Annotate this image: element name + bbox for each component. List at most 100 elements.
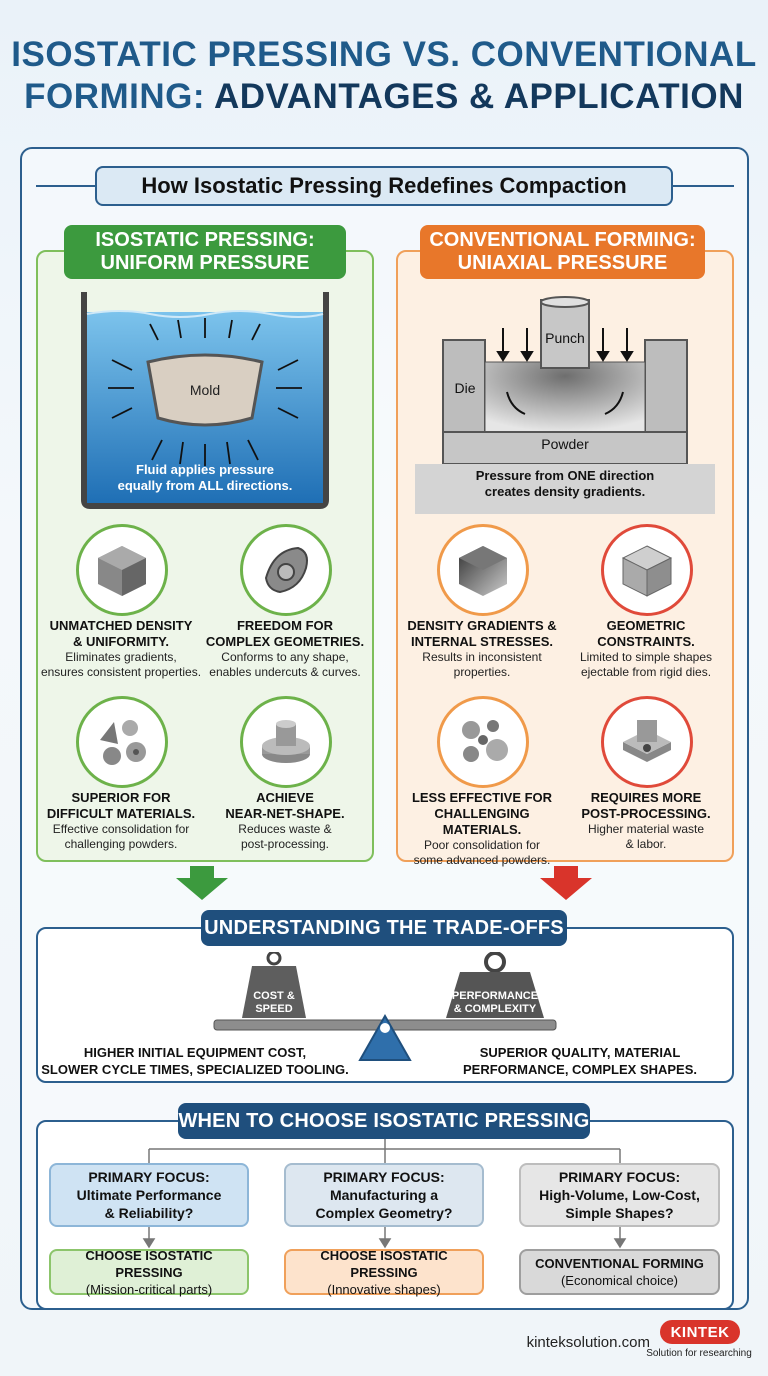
feature-heading: COMPLEX GEOMETRIES.	[205, 634, 365, 649]
feature-heading: FREEDOM FOR	[236, 618, 334, 633]
punch-label: Punch	[545, 330, 585, 346]
mold-label: Mold	[189, 382, 221, 398]
gradient-cube-icon	[437, 524, 529, 616]
feature-body: Reduces waste &	[238, 822, 332, 836]
feature-body: ejectable from rigid dies.	[580, 665, 712, 679]
die-label: Die	[454, 380, 476, 396]
isostatic-caption-line-1: Fluid applies pressure	[136, 462, 274, 477]
weight-right-label: & COMPLEXITY	[453, 1003, 537, 1015]
feature-heading: DENSITY GRADIENTS &	[407, 618, 557, 633]
isostatic-header-line-1: ISOSTATIC PRESSING:	[95, 229, 315, 251]
performance-weight: PERFORMANCE & COMPLEXITY	[444, 990, 546, 1016]
choice-isostatic-shapes: CHOOSE ISOSTATIC PRESSING (Innovative sh…	[284, 1247, 484, 1297]
isostatic-caption-line-2: equally from ALL directions.	[117, 478, 293, 493]
conventional-header: CONVENTIONAL FORMING: UNIAXIAL PRESSURE	[420, 225, 705, 279]
focus-geometry: PRIMARY FOCUS: Manufacturing a Complex G…	[284, 1163, 484, 1227]
feature-heading: POST-PROCESSING.	[581, 806, 711, 821]
balance-scale-illustration	[213, 952, 557, 1061]
footer-website-link[interactable]: kinteksolution.com	[526, 1334, 650, 1351]
cost-speed-weight: COST & SPEED	[236, 990, 312, 1016]
tradeoff-quality-text: SUPERIOR QUALITY, MATERIAL PERFORMANCE, …	[430, 1044, 730, 1078]
powder-label: Powder	[541, 436, 589, 452]
tradeoff-right-line: SUPERIOR QUALITY, MATERIAL	[479, 1045, 681, 1060]
feature-heading: INTERNAL STRESSES.	[410, 634, 554, 649]
materials-icon	[76, 696, 168, 788]
complex-part-icon	[240, 524, 332, 616]
decision-tree-connectors	[142, 1139, 627, 1249]
feature-body: post-processing.	[240, 837, 330, 851]
focus-question: Simple Shapes?	[565, 1205, 674, 1221]
feature-heading: LESS EFFECTIVE FOR	[411, 790, 553, 805]
feature-density: UNMATCHED DENSITY & UNIFORMITY. Eliminat…	[36, 618, 206, 680]
focus-question: Complex Geometry?	[315, 1205, 453, 1221]
feature-body: challenging powders.	[64, 837, 178, 851]
feature-body: Limited to simple shapes	[579, 650, 713, 664]
feature-body: ensures consistent properties.	[40, 665, 202, 679]
feature-heading: DIFFICULT MATERIALS.	[46, 806, 196, 821]
feature-body: Higher material waste	[587, 822, 705, 836]
choice-isostatic-critical: CHOOSE ISOSTATIC PRESSING (Mission-criti…	[49, 1247, 249, 1297]
focus-label: PRIMARY FOCUS:	[323, 1169, 445, 1185]
choice-title: CONVENTIONAL FORMING	[535, 1256, 704, 1271]
feature-body: Effective consolidation for	[52, 822, 190, 836]
feature-heading: SUPERIOR FOR	[71, 790, 171, 805]
feature-body: some advanced powders.	[413, 853, 551, 867]
feature-body: Poor consolidation for	[423, 838, 541, 852]
conventional-caption-line-2: creates density gradients.	[484, 484, 646, 499]
feature-less-effective: LESS EFFECTIVE FOR CHALLENGING MATERIALS…	[397, 790, 567, 868]
tradeoff-left-line: SLOWER CYCLE TIMES, SPECIALIZED TOOLING.	[41, 1062, 349, 1077]
choice-title: CHOOSE ISOSTATIC PRESSING	[85, 1247, 213, 1280]
feature-body: enables undercuts & curves.	[209, 665, 361, 679]
tradeoffs-heading: UNDERSTANDING THE TRADE-OFFS	[201, 910, 567, 946]
powder-particles-icon	[437, 696, 529, 788]
feature-heading: CONSTRAINTS.	[597, 634, 695, 649]
conventional-header-line-2: UNIAXIAL PRESSURE	[457, 252, 668, 274]
title-line-1: ISOSTATIC PRESSING VS. CONVENTIONAL	[11, 35, 757, 74]
tradeoff-left-line: HIGHER INITIAL EQUIPMENT COST,	[83, 1045, 307, 1060]
feature-heading: NEAR-NET-SHAPE.	[225, 806, 345, 821]
feature-body: & labor.	[625, 837, 667, 851]
focus-question: & Reliability?	[104, 1205, 194, 1221]
green-down-arrow-icon	[176, 866, 228, 900]
banner-rule-left	[36, 185, 96, 187]
feature-gradients: DENSITY GRADIENTS & INTERNAL STRESSES. R…	[397, 618, 567, 680]
page-title: ISOSTATIC PRESSING VS. CONVENTIONAL FORM…	[0, 34, 768, 118]
tradeoff-right-line: PERFORMANCE, COMPLEX SHAPES.	[462, 1062, 698, 1077]
density-cube-icon	[76, 524, 168, 616]
feature-near-net: ACHIEVE NEAR-NET-SHAPE. Reduces waste & …	[200, 790, 370, 852]
focus-label: PRIMARY FOCUS:	[88, 1169, 210, 1185]
feature-heading: UNMATCHED DENSITY	[49, 618, 193, 633]
conventional-caption-line-1: Pressure from ONE direction	[475, 468, 655, 483]
choose-heading: WHEN TO CHOOSE ISOSTATIC PRESSING	[178, 1103, 590, 1139]
die-press-illustration	[415, 296, 715, 514]
focus-volume: PRIMARY FOCUS: High-Volume, Low-Cost, Si…	[519, 1163, 720, 1227]
feature-heading: REQUIRES MORE	[590, 790, 702, 805]
choice-note: (Economical choice)	[560, 1273, 679, 1288]
feature-materials: SUPERIOR FOR DIFFICULT MATERIALS. Effect…	[36, 790, 206, 852]
feature-heading: CHALLENGING MATERIALS.	[434, 806, 530, 837]
fluid-tank-illustration	[81, 292, 329, 509]
logo-tagline: Solution for researching	[646, 1348, 752, 1359]
feature-heading: ACHIEVE	[256, 790, 314, 805]
weight-left-label: COST &	[253, 990, 295, 1002]
kintek-logo: KINTEK	[660, 1320, 740, 1344]
banner-rule-right	[672, 185, 734, 187]
title-line-2b: ADVANTAGES & APPLICATION	[213, 77, 744, 116]
section-banner: How Isostatic Pressing Redefines Compact…	[95, 166, 673, 206]
isostatic-header: ISOSTATIC PRESSING: UNIFORM PRESSURE	[64, 225, 346, 279]
conventional-caption: Pressure from ONE direction creates dens…	[415, 468, 715, 500]
choice-note: (Mission-critical parts)	[85, 1281, 213, 1297]
feature-geometry: FREEDOM FOR COMPLEX GEOMETRIES. Conforms…	[200, 618, 370, 680]
weight-left-label: SPEED	[255, 1003, 293, 1015]
isostatic-header-line-2: UNIFORM PRESSURE	[100, 252, 310, 274]
focus-performance: PRIMARY FOCUS: Ultimate Performance & Re…	[49, 1163, 249, 1227]
feature-body: Results in inconsistent	[422, 650, 542, 664]
focus-label: PRIMARY FOCUS:	[558, 1169, 681, 1185]
focus-question: Ultimate Performance	[76, 1187, 222, 1203]
isostatic-caption: Fluid applies pressure equally from ALL …	[90, 462, 320, 494]
near-net-shape-icon	[240, 696, 332, 788]
feature-heading: & UNIFORMITY.	[72, 634, 170, 649]
feature-heading: GEOMETRIC	[606, 618, 686, 633]
choice-title: CHOOSE ISOSTATIC PRESSING	[320, 1247, 448, 1280]
focus-question: Manufacturing a	[329, 1187, 439, 1203]
